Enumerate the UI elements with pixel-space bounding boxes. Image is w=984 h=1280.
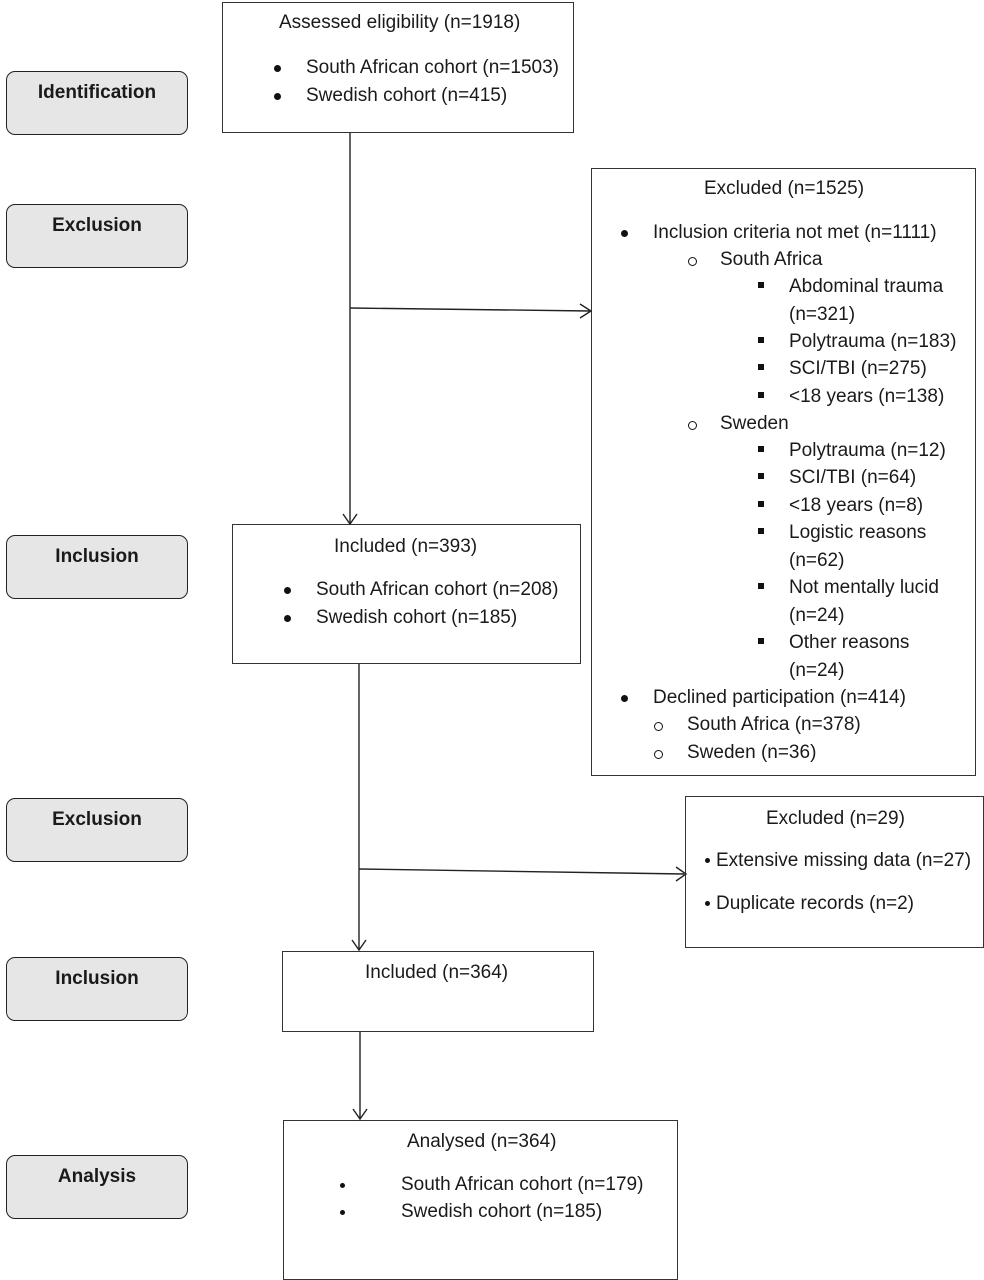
bullet-icon [621,230,628,237]
criteria-not-met: Inclusion criteria not met (n=1111) [653,222,937,243]
bullet-icon [284,615,291,622]
stage-label: Inclusion [55,968,139,989]
included-393-box: Included (n=393) South African cohort (n… [232,524,581,664]
declined-item: Sweden (n=36) [687,742,817,763]
south-africa-label: South Africa [720,249,823,270]
arrowhead-icon [342,513,358,526]
se-reason: (n=24) [789,605,845,626]
bullet-icon [340,1210,345,1215]
assessed-item: Swedish cohort (n=415) [306,85,508,106]
stage-exclusion-1: Exclusion [6,204,188,268]
bullet-icon [705,858,710,863]
arrowhead-icon [352,1108,368,1121]
se-reason: <18 years (n=8) [789,495,924,516]
analysed-title: Analysed (n=364) [407,1131,557,1152]
bullet-icon [274,93,281,100]
assessed-item: South African cohort (n=1503) [306,57,559,78]
square-bullet-icon [758,392,764,398]
analysed-box: Analysed (n=364) South African cohort (n… [283,1120,678,1280]
square-bullet-icon [758,282,764,288]
excluded-2-item: Extensive missing data (n=27) [716,850,972,871]
circle-bullet-icon [654,722,663,731]
included-1-item: South African cohort (n=208) [316,579,559,600]
excluded-2-item: Duplicate records (n=2) [716,893,915,914]
square-bullet-icon [758,638,764,644]
stage-label: Exclusion [52,809,142,830]
assessed-title: Assessed eligibility (n=1918) [279,12,521,33]
declined-participation: Declined participation (n=414) [653,687,906,708]
arrowhead-icon [675,866,688,882]
included-364-box: Included (n=364) [282,951,594,1032]
stage-analysis: Analysis [6,1155,188,1219]
sa-reason: <18 years (n=138) [789,386,945,407]
sa-reason: Polytrauma (n=183) [789,331,957,352]
se-reason: (n=24) [789,660,845,681]
circle-bullet-icon [654,750,663,759]
stage-label: Identification [37,82,157,103]
sa-reason: SCI/TBI (n=275) [789,358,927,379]
included-1-title: Included (n=393) [334,536,478,557]
declined-item: South Africa (n=378) [687,714,861,735]
bullet-icon [340,1183,345,1188]
excluded-1525-box: Excluded (n=1525) Inclusion criteria not… [591,168,976,776]
excluded-2-title: Excluded (n=29) [766,808,905,829]
square-bullet-icon [758,364,764,370]
bullet-icon [284,587,291,594]
square-bullet-icon [758,583,764,589]
stage-label: Inclusion [55,546,139,567]
square-bullet-icon [758,446,764,452]
included-1-item: Swedish cohort (n=185) [316,607,518,628]
analysed-item: South African cohort (n=179) [401,1174,644,1195]
assessed-eligibility-box: Assessed eligibility (n=1918) South Afri… [222,2,574,133]
sa-reason: Abdominal trauma [789,276,944,297]
bullet-icon [621,695,628,702]
se-reason: Logistic reasons [789,522,927,543]
stage-identification: Identification [6,71,188,135]
bullet-icon [705,901,710,906]
se-reason: Not mentally lucid [789,577,939,598]
sweden-label: Sweden [720,413,789,434]
se-reason: Polytrauma (n=12) [789,440,946,461]
arrowhead-icon [579,303,593,319]
circle-bullet-icon [688,257,697,266]
bullet-icon [274,65,281,72]
stage-inclusion-1: Inclusion [6,535,188,599]
connector-to-excluded-29 [358,868,685,875]
stage-label: Exclusion [52,215,142,236]
se-reason: SCI/TBI (n=64) [789,467,917,488]
square-bullet-icon [758,528,764,534]
sa-reason: (n=321) [789,304,856,325]
circle-bullet-icon [688,421,697,430]
se-reason: (n=62) [789,550,845,571]
connector-to-excluded-1525 [349,307,591,312]
analysed-item: Swedish cohort (n=185) [401,1201,603,1222]
square-bullet-icon [758,473,764,479]
excluded-29-box: Excluded (n=29) Extensive missing data (… [685,796,984,948]
square-bullet-icon [758,501,764,507]
excluded-1-title: Excluded (n=1525) [704,178,865,199]
stage-label: Analysis [57,1166,137,1187]
se-reason: Other reasons [789,632,910,653]
stage-exclusion-2: Exclusion [6,798,188,862]
square-bullet-icon [758,337,764,343]
arrowhead-icon [351,939,367,952]
included-2-title: Included (n=364) [365,962,509,983]
stage-inclusion-2: Inclusion [6,957,188,1021]
